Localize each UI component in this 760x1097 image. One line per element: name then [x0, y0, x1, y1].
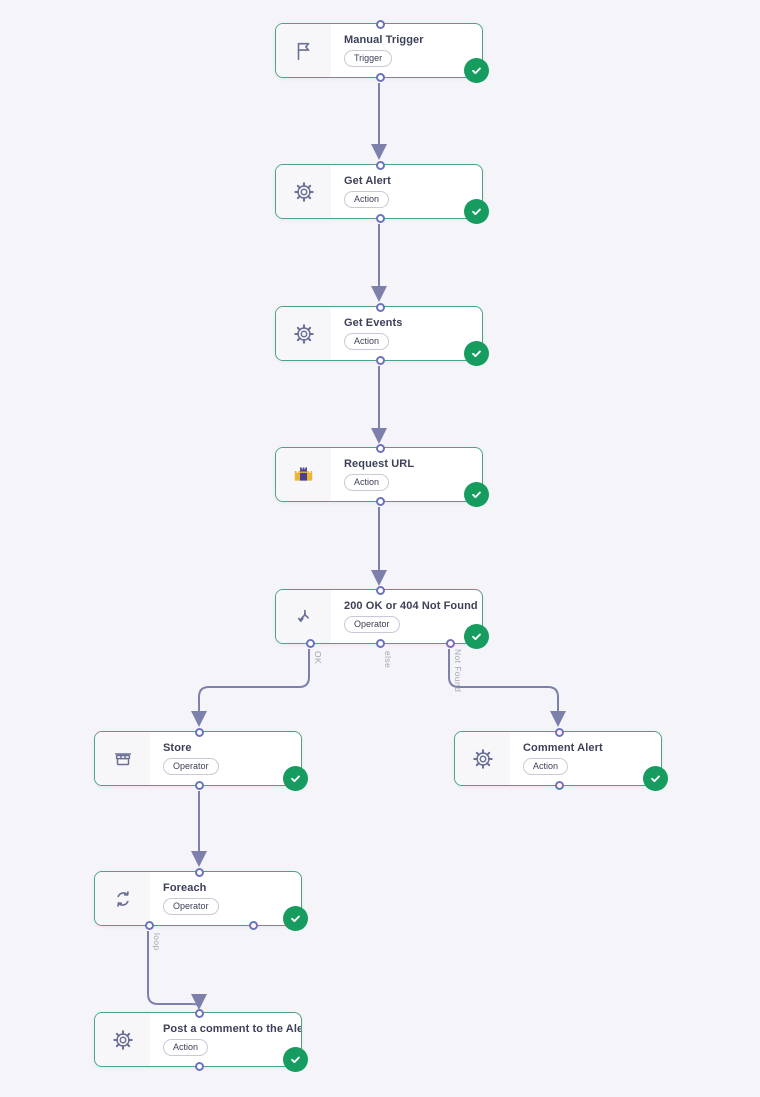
success-check-badge[interactable]	[464, 482, 489, 507]
edge-notfound-commentalert[interactable]	[448, 649, 566, 727]
node-type-badge: Action	[163, 1039, 209, 1056]
success-check-badge[interactable]	[464, 341, 489, 366]
gear-icon	[95, 1013, 150, 1066]
port-top[interactable]	[554, 727, 564, 737]
node-title: Post a comment to the Alert	[163, 1023, 301, 1036]
node-get-events[interactable]: Get Events Action	[275, 302, 489, 366]
port-top[interactable]	[194, 867, 204, 877]
port-top[interactable]	[375, 443, 385, 453]
node-store[interactable]: Store Operator	[94, 727, 308, 791]
loop-icon	[95, 872, 150, 925]
castle-app-icon	[276, 448, 331, 501]
port-top[interactable]	[375, 19, 385, 29]
flag-icon	[276, 24, 331, 77]
port-top[interactable]	[375, 160, 385, 170]
branch-label-else: else	[383, 651, 393, 669]
edge-foreach-postcomment[interactable]	[147, 931, 207, 1010]
port-bottom[interactable]	[194, 780, 204, 790]
branch-label-ok: OK	[313, 651, 323, 665]
port-bottom[interactable]	[375, 72, 385, 82]
node-title: Get Events	[344, 317, 403, 330]
node-type-badge: Action	[344, 333, 390, 350]
node-request-url[interactable]: Request URL Action	[275, 443, 489, 507]
port-bottom[interactable]	[554, 780, 564, 790]
port-bottom-notfound[interactable]	[445, 638, 455, 648]
node-manual-trigger[interactable]: Manual Trigger Trigger	[275, 19, 489, 83]
node-post-comment[interactable]: Post a comment to the Alert Action	[94, 1008, 308, 1072]
node-condition-operator[interactable]: 200 OK or 404 Not Found Operator	[275, 585, 489, 649]
port-top[interactable]	[375, 302, 385, 312]
node-type-badge: Operator	[344, 616, 400, 633]
port-bottom[interactable]	[375, 355, 385, 365]
node-type-badge: Trigger	[344, 50, 393, 67]
port-bottom[interactable]	[375, 496, 385, 506]
port-bottom[interactable]	[375, 213, 385, 223]
node-title: Request URL	[344, 458, 415, 471]
gear-icon	[455, 732, 510, 785]
node-title: Comment Alert	[523, 742, 603, 755]
node-comment-alert[interactable]: Comment Alert Action	[454, 727, 668, 791]
node-title: Get Alert	[344, 175, 391, 188]
node-type-badge: Operator	[163, 898, 219, 915]
port-bottom[interactable]	[194, 1061, 204, 1071]
node-foreach[interactable]: Foreach Operator	[94, 867, 308, 931]
success-check-badge[interactable]	[643, 766, 668, 791]
node-get-alert[interactable]: Get Alert Action	[275, 160, 489, 224]
node-type-badge: Action	[344, 474, 390, 491]
port-top[interactable]	[194, 727, 204, 737]
port-top[interactable]	[194, 1008, 204, 1018]
node-title: Store	[163, 742, 192, 755]
success-check-badge[interactable]	[464, 624, 489, 649]
edge-ok-store[interactable]	[191, 649, 310, 727]
node-type-badge: Operator	[163, 758, 219, 775]
branch-label-notfound: Not Found	[453, 649, 463, 693]
branch-label-loop: loop	[152, 933, 162, 951]
gear-icon	[276, 165, 331, 218]
node-title: Manual Trigger	[344, 34, 424, 47]
success-check-badge[interactable]	[283, 1047, 308, 1072]
success-check-badge[interactable]	[283, 906, 308, 931]
success-check-badge[interactable]	[283, 766, 308, 791]
success-check-badge[interactable]	[464, 199, 489, 224]
node-type-badge: Action	[523, 758, 569, 775]
port-bottom-ok[interactable]	[305, 638, 315, 648]
port-bottom-else[interactable]	[375, 638, 385, 648]
store-icon	[95, 732, 150, 785]
node-type-badge: Action	[344, 191, 390, 208]
node-title: Foreach	[163, 882, 207, 895]
port-top[interactable]	[375, 585, 385, 595]
port-bottom-right[interactable]	[248, 920, 258, 930]
node-title: 200 OK or 404 Not Found	[344, 600, 478, 613]
port-bottom-loop[interactable]	[144, 920, 154, 930]
branch-icon	[276, 590, 331, 643]
success-check-badge[interactable]	[464, 58, 489, 83]
gear-icon	[276, 307, 331, 360]
